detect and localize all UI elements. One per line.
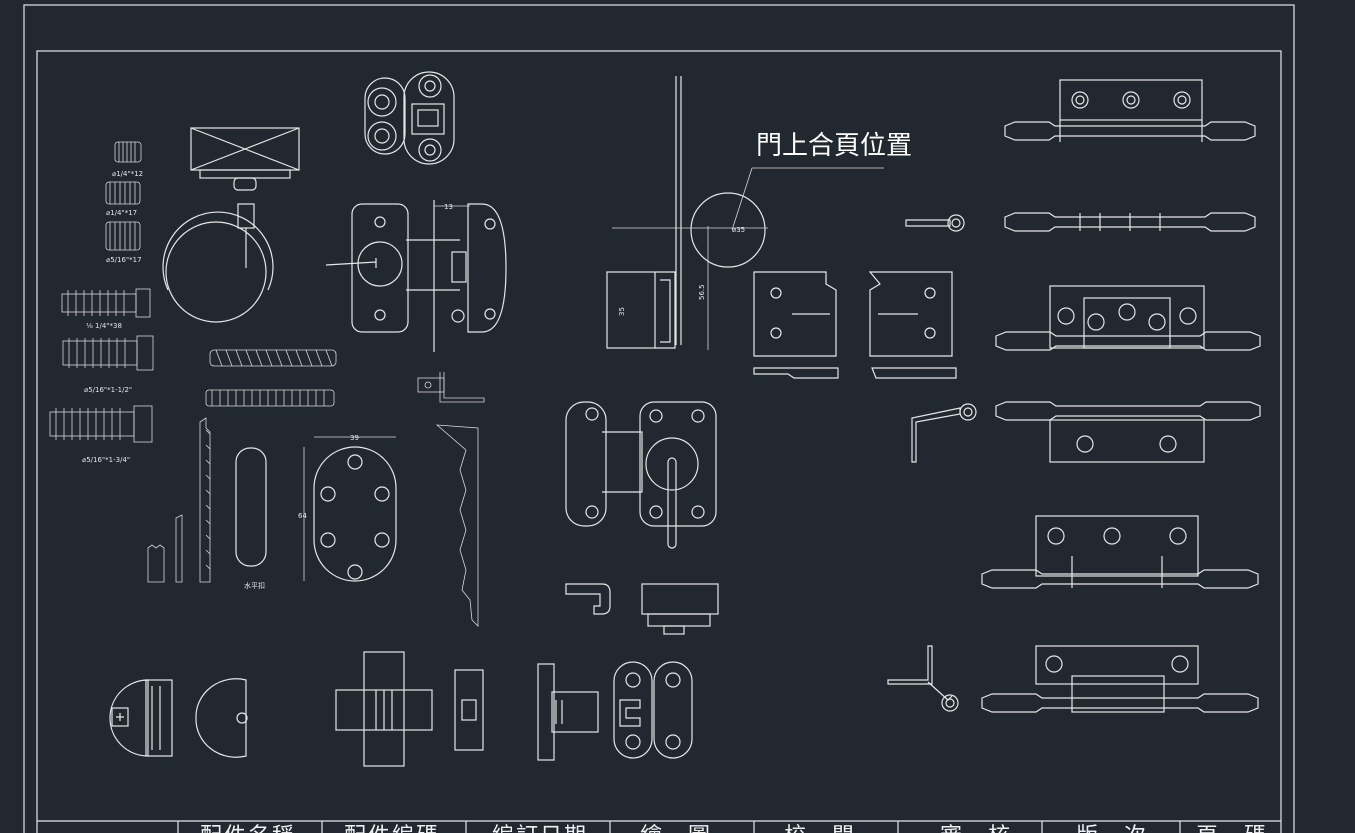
title-block-part-name: 配件名稱 xyxy=(200,824,296,833)
title-block-approved: 審 核 xyxy=(940,824,1012,833)
oval-mounting-plate xyxy=(303,436,397,582)
jagged-strip xyxy=(435,424,479,627)
rotary-latch xyxy=(565,401,717,549)
title-block-drawn: 繪 圖 xyxy=(640,824,712,833)
label-bolt-1: ⅛ 1/4"*38 xyxy=(86,322,122,330)
concealed-hinge xyxy=(537,661,693,761)
cam-connector xyxy=(109,678,248,758)
dim-13: 13 xyxy=(444,203,453,211)
label-bolt-2: ⌀5/16"*1-1/2" xyxy=(84,386,132,394)
hook-latch xyxy=(565,583,719,635)
dim-39: 39 xyxy=(350,434,359,442)
title-block-page: 頁 碼 xyxy=(1196,824,1268,833)
flag-hinges xyxy=(753,271,957,379)
door-hinge-position-diagram xyxy=(606,76,884,350)
caster-wheel xyxy=(162,127,300,323)
cam-fitting-top xyxy=(364,71,455,165)
label-leveler: 水平扣 xyxy=(244,581,265,590)
title-block-version: 版 次 xyxy=(1076,824,1148,833)
wood-screws xyxy=(205,349,337,407)
invisible-hinge xyxy=(335,651,484,767)
title-block: 配件名稱 配件編碼 編訂日期 繪 圖 校 閱 審 核 版 次 頁 碼 xyxy=(37,820,1281,833)
lift-off-hinges xyxy=(981,79,1261,713)
label-screw-2: ⌀1/4"*17 xyxy=(106,209,137,217)
bolt-group: ⅛ 1/4"*38 ⌀5/16"*1-1/2" ⌀5/16"*1-3/4" xyxy=(49,288,154,464)
label-screw-1: ⌀1/4"*12 xyxy=(112,170,143,178)
leveler xyxy=(235,447,267,567)
dim-35: 35 xyxy=(618,307,626,316)
label-bolt-3: ⌀5/16"*1-3/4" xyxy=(82,456,130,464)
title-block-part-code: 配件編碼 xyxy=(344,824,440,833)
dim-circle-35: ⌀35 xyxy=(732,226,745,234)
outer-frame xyxy=(23,4,1295,833)
title-door-hinge-position: 門上合頁位置 xyxy=(756,131,912,161)
title-block-checked: 校 閱 xyxy=(784,824,856,833)
latch-with-catch xyxy=(325,200,507,352)
inner-frame xyxy=(36,50,1282,833)
screw-group-small: ⌀1/4"*12 ⌀1/4"*17 ⌀5/16"*17 xyxy=(105,141,143,264)
dim-56-5: 56.5 xyxy=(698,284,706,300)
small-angle-bracket xyxy=(417,372,485,403)
dim-64: 64 xyxy=(298,512,307,520)
label-screw-3: ⌀5/16"*17 xyxy=(106,256,142,264)
title-block-date: 編訂日期 xyxy=(492,824,588,833)
toothed-strips xyxy=(147,417,211,583)
pins-and-brackets xyxy=(887,214,977,712)
